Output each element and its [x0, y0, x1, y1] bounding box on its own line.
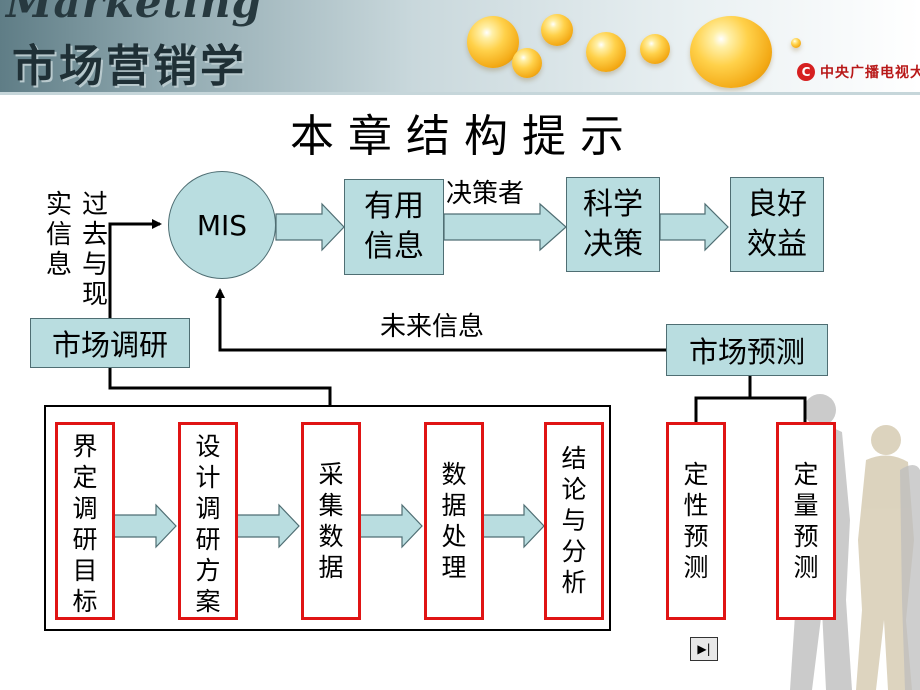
step-collect-data: 采集数据: [301, 422, 361, 620]
market-research-box: 市场调研: [30, 318, 190, 368]
past-info-text-right: 过去与现: [81, 190, 108, 310]
decorative-orb: [640, 34, 670, 64]
brand-text: Marketing: [6, 0, 262, 27]
banner-divider: [0, 92, 920, 95]
block-arrow: [275, 202, 345, 252]
scientific-decision-label: 科学决策: [583, 186, 643, 262]
good-benefit-box: 良好效益: [730, 177, 824, 272]
research-to-steps-line: [108, 368, 332, 406]
mis-node: MIS: [168, 171, 276, 279]
useful-info-label: 有用信息: [364, 189, 424, 264]
future-info-label: 未来信息: [380, 312, 485, 342]
block-arrow: [113, 503, 177, 549]
market-forecast-box: 市场预测: [666, 324, 828, 376]
decorative-orb: [791, 38, 801, 48]
good-benefit-label: 良好效益: [747, 186, 807, 262]
university-logo: C: [797, 63, 815, 81]
block-arrow: [236, 503, 300, 549]
decorative-orb: [541, 14, 573, 46]
block-arrow: [482, 503, 545, 549]
next-slide-icon: ▶|: [697, 642, 711, 656]
decorative-orb: [512, 48, 542, 78]
course-title: 市场营销学: [12, 41, 247, 92]
market-forecast-label: 市场预测: [688, 335, 805, 369]
header-banner: Marketing 市场营销学 C 中央广播电视大学: [0, 0, 920, 92]
decorative-orb: [690, 16, 772, 88]
forecast-to-mis-line: [215, 288, 668, 352]
past-info-text-left: 实信息: [45, 190, 72, 280]
slide-title: 本章结构提示: [290, 111, 638, 162]
decision-maker-label: 决策者: [446, 179, 525, 209]
decorative-orb: [467, 16, 519, 68]
scientific-decision-box: 科学决策: [566, 177, 660, 272]
research-steps-frame: [44, 405, 611, 631]
quantitative-forecast: 定量预测: [776, 422, 836, 620]
step-conclusion-analysis: 结论与分析: [544, 422, 604, 620]
next-slide-button[interactable]: ▶|: [690, 637, 718, 661]
block-arrow: [443, 202, 567, 252]
step-design-plan: 设计调研方案: [178, 422, 238, 620]
block-arrow: [359, 503, 423, 549]
qualitative-forecast: 定性预测: [666, 422, 726, 620]
decorative-orb: [586, 32, 626, 72]
useful-info-box: 有用信息: [344, 179, 444, 275]
step-define-objective: 界定调研目标: [55, 422, 115, 620]
block-arrow: [659, 202, 729, 252]
market-research-label: 市场调研: [51, 328, 168, 362]
forecast-branch-line: [694, 376, 807, 424]
step-process-data: 数据处理: [424, 422, 484, 620]
university-name: 中央广播电视大学: [820, 65, 920, 81]
research-to-mis-line: [108, 219, 162, 320]
